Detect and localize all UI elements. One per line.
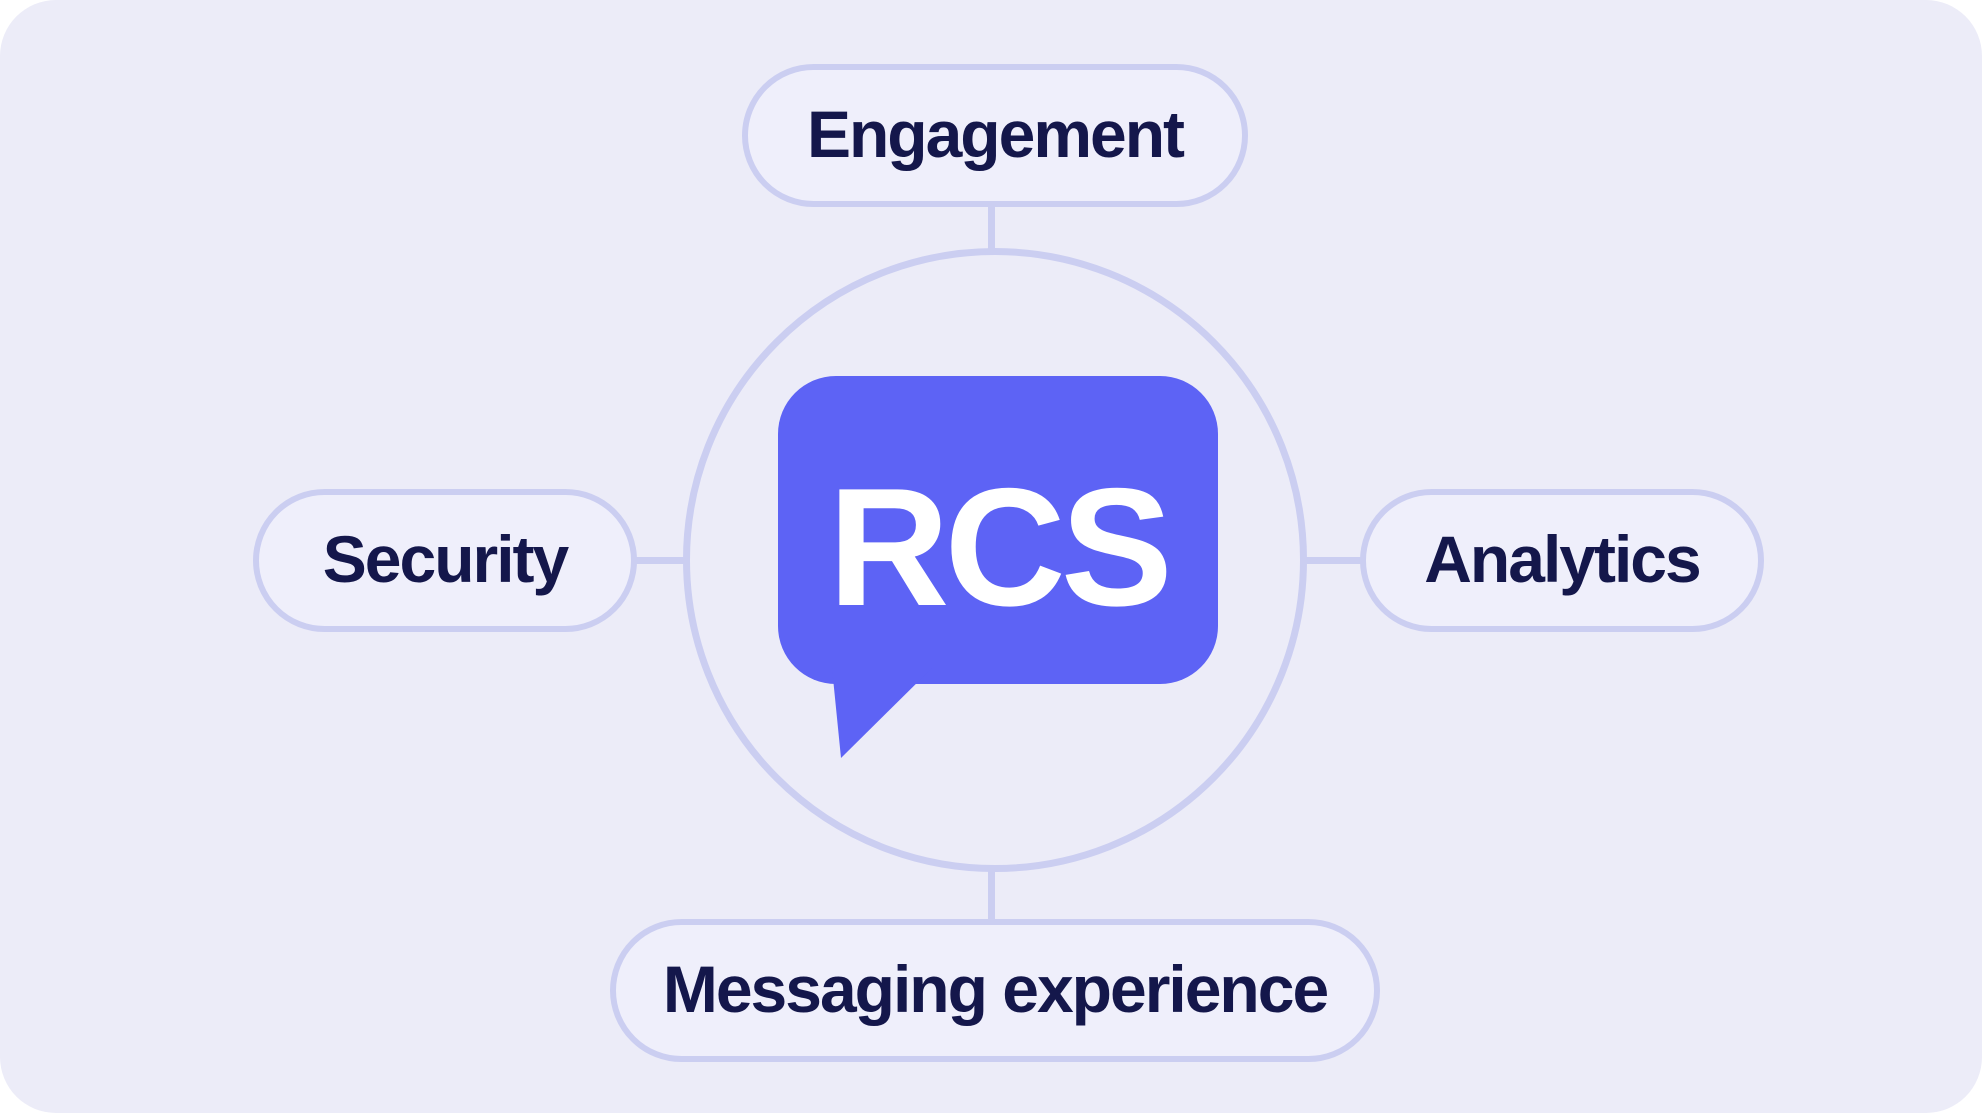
connector-right [1303,557,1364,564]
node-label-messaging-experience: Messaging experience [662,951,1329,1026]
connector-top [988,202,995,252]
connector-bottom [988,868,995,922]
node-label-security: Security [322,521,569,596]
node-pill-messaging-experience: Messaging experience [610,919,1380,1062]
node-label-analytics: Analytics [1424,521,1701,596]
node-label-engagement: Engagement [806,96,1185,171]
node-pill-security: Security [253,489,637,632]
rcs-center-label: RCS [828,453,1173,641]
node-pill-analytics: Analytics [1360,489,1764,632]
node-pill-engagement: Engagement [742,64,1248,207]
chat-bubble-icon: RCS [778,376,1218,684]
connector-left [633,557,687,564]
